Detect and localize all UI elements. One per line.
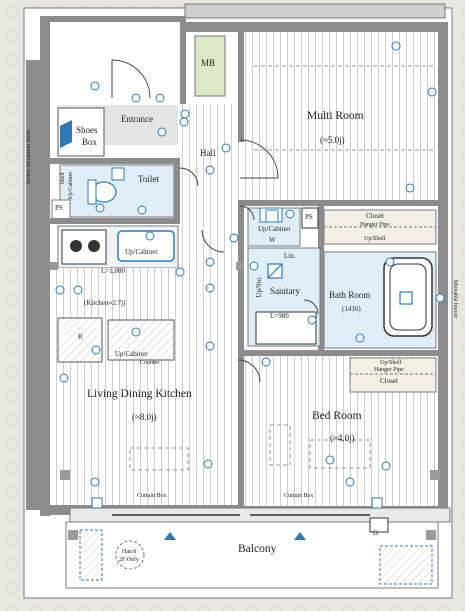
up-cabinet-wash-label: Up/Cabinet	[258, 225, 291, 233]
shoes-box-label-2: Box	[82, 137, 98, 147]
closet-bottom-label: Closet	[380, 377, 398, 385]
w-label: W	[269, 236, 276, 244]
ps-label-closet: PS	[305, 213, 313, 221]
curtain-box-right-label: Curtain Box	[284, 493, 314, 499]
closet-bottom	[349, 357, 437, 393]
hall-label: Hall	[200, 148, 216, 158]
closet-top-label: Closet	[366, 212, 384, 220]
lin-label: Lin.	[284, 252, 296, 260]
shelf-label: Shelf	[60, 172, 66, 185]
multi-room-floor	[242, 32, 438, 202]
up-shelf-bottom-label: Up/Shelf	[380, 360, 402, 366]
hanger-pipe-top-label: Hanger Pipe	[360, 222, 390, 228]
bed-room-area-label: (≈4.0j)	[330, 433, 355, 443]
up-cabinet-kitchen-label: Up/Cabinet	[125, 248, 158, 256]
up-shelf-top-label: Up/Shelf	[364, 236, 386, 242]
bed-room-label: Bed Room	[312, 410, 362, 422]
ldk-label: Living Dining Kitchen	[87, 388, 192, 400]
kitchen-area-label: (Kitchen≈2.7j)	[84, 299, 126, 307]
hatch-label-2: 2F Only	[119, 557, 139, 563]
r-mark: R	[78, 333, 83, 341]
balcony-area	[65, 521, 439, 589]
bath-room-label: Bath Room	[329, 290, 371, 300]
sound-sheet-label: Sound insulation sheet	[26, 130, 32, 185]
ldk-floor	[50, 268, 238, 505]
movable-louver-label: Movable louver	[452, 280, 458, 319]
refrigerator-space	[57, 317, 103, 363]
up-sto-label: Up/Sto.	[255, 276, 263, 298]
sanitary-label: Sanitary	[270, 286, 300, 296]
ldk-area-label: (≈8.0j)	[132, 412, 157, 422]
multi-room-area: (≈5.0j)	[320, 135, 345, 145]
hatch-label-1: Hatch	[122, 549, 137, 555]
counter-label: Counter	[140, 360, 160, 366]
curtain-box-left-label: Curtain Box	[137, 493, 167, 499]
up-cabinet-toilet-label: Up/Cabinet	[68, 172, 74, 200]
shoes-box-label-1: Shoes	[76, 125, 98, 135]
bath-size-label: (1416)	[342, 305, 361, 313]
ps-label-left: PS	[55, 204, 63, 212]
sanitary-length-label: L=900	[270, 312, 289, 320]
up-cabinet-counter-label: Up/Cabinet	[115, 350, 148, 358]
mb-box	[194, 35, 226, 97]
multi-room-label: Multi Room	[307, 110, 364, 122]
toilet-label: Toilet	[138, 174, 159, 184]
g-mark: G	[373, 529, 379, 537]
mb-label: MB	[201, 58, 216, 68]
entrance-label: Entrance	[121, 114, 153, 124]
kitchen-length-label: L=1,800	[101, 267, 125, 275]
hanger-pipe-bottom-label: Hanger Pipe	[374, 367, 404, 373]
balcony-label: Balcony	[238, 543, 277, 555]
